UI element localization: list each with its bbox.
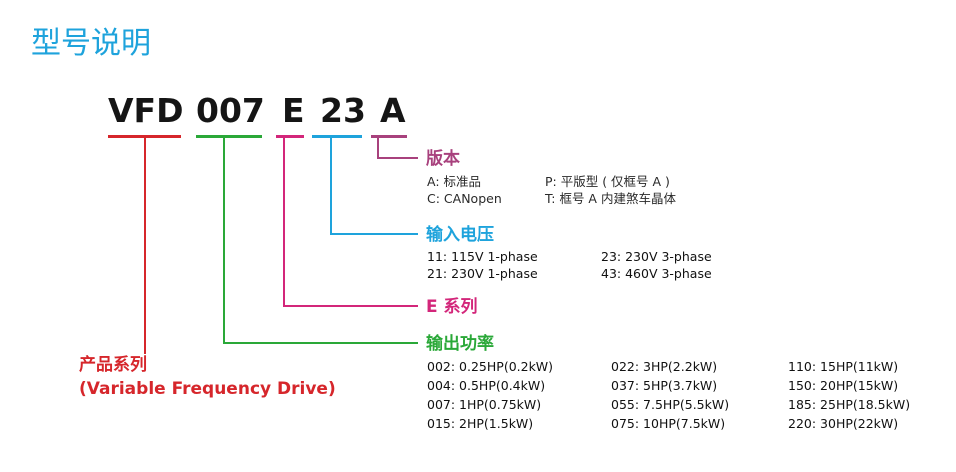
code-series: VFD <box>108 91 184 130</box>
voltage-underline <box>312 135 362 138</box>
power-connector <box>223 137 418 344</box>
voltage-heading: 输入电压 <box>426 225 494 245</box>
voltage-item: 23: 230V 3-phase <box>601 249 712 264</box>
power-item: 055: 7.5HP(5.5kW) <box>611 397 730 412</box>
version-underline <box>371 135 407 138</box>
voltage-item: 21: 230V 1-phase <box>427 266 538 281</box>
voltage-item: 43: 460V 3-phase <box>601 266 712 281</box>
power-item: 220: 30HP(22kW) <box>788 416 899 431</box>
voltage-item: 11: 115V 1-phase <box>427 249 538 264</box>
power-item: 075: 10HP(7.5kW) <box>611 416 726 431</box>
version-heading: 版本 <box>426 149 460 169</box>
family-heading: E 系列 <box>426 297 478 317</box>
power-item: 015: 2HP(1.5kW) <box>427 416 534 431</box>
code-family: E <box>282 91 305 130</box>
page-title: 型号说明 <box>31 26 151 61</box>
power-item: 002: 0.25HP(0.2kW) <box>427 359 554 374</box>
version-connector <box>377 137 418 159</box>
family-underline <box>276 135 304 138</box>
code-version: A <box>380 91 406 130</box>
version-item: T: 框号 A 内建煞车晶体 <box>545 191 676 206</box>
voltage-connector <box>330 137 418 235</box>
power-heading: 输出功率 <box>426 334 494 354</box>
code-voltage: 23 <box>320 91 366 130</box>
power-item: 037: 5HP(3.7kW) <box>611 378 718 393</box>
version-item: C: CANopen <box>427 191 502 206</box>
series-underline <box>108 135 181 138</box>
power-item: 110: 15HP(11kW) <box>788 359 899 374</box>
series-label-en: (Variable Frequency Drive) <box>79 379 336 399</box>
series-label-cn: 产品系列 <box>79 355 147 375</box>
power-underline <box>196 135 262 138</box>
code-power: 007 <box>196 91 265 130</box>
power-item: 007: 1HP(0.75kW) <box>427 397 542 412</box>
power-item: 022: 3HP(2.2kW) <box>611 359 718 374</box>
power-item: 150: 20HP(15kW) <box>788 378 899 393</box>
version-item: A: 标准品 <box>427 174 482 189</box>
power-item: 004: 0.5HP(0.4kW) <box>427 378 546 393</box>
version-item: P: 平版型 ( 仅框号 A ) <box>545 174 670 189</box>
power-item: 185: 25HP(18.5kW) <box>788 397 911 412</box>
family-connector <box>283 137 418 307</box>
